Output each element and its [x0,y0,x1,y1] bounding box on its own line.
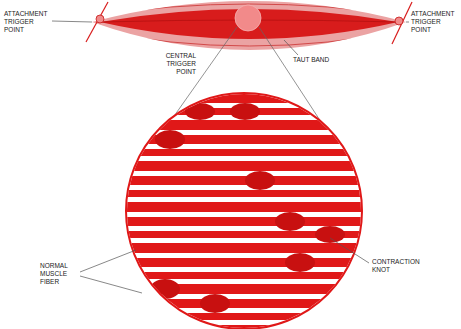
magnified-view-border [126,93,362,329]
contraction-knot [285,253,315,272]
attachment-trigger-point [96,15,104,23]
muscle-band [92,1,406,50]
leader-line [80,276,142,293]
muscle-fiber [120,258,370,267]
taut-band-label: TAUT BAND [293,56,343,64]
muscle-fiber [120,120,370,130]
attachment-label: ATTACHMENT TRIGGER POINT [411,10,457,34]
muscle-fiber [120,243,370,253]
contraction-knot [230,103,260,120]
leader-line [52,21,92,22]
leader-line [330,238,369,263]
tendon-line [392,2,412,44]
muscle-fiber [120,217,370,226]
leader-line [80,250,136,272]
muscle-fiber [120,202,370,212]
contraction-knot-label: CONTRACTION KNOT [372,258,424,274]
muscle-fiber [120,313,370,320]
normal-fiber-label: NORMAL MUSCLE FIBER [40,262,78,286]
band-fibers [92,4,406,53]
tendon-line [86,2,108,42]
contraction-knot [155,130,185,149]
muscle-fiber [120,299,370,308]
muscle-fiber [120,190,370,197]
muscle-fiber [120,94,370,103]
muscle-fiber [120,161,370,171]
contraction-knot [200,294,230,313]
attachment-trigger-point [395,17,403,25]
muscle-fibers [120,94,370,329]
central-trigger-label: CENTRAL TRIGGER POINT [152,52,196,76]
contraction-knot [245,171,275,190]
leader-line [406,22,409,23]
muscle-fiber [120,272,370,279]
central-trigger-point [235,5,261,31]
attachment-label: ATTACHMENT TRIGGER POINT [4,10,52,34]
muscle-fiber [120,149,370,156]
contraction-knot [315,226,345,243]
leader-line [284,40,298,55]
contraction-knot [275,212,305,231]
